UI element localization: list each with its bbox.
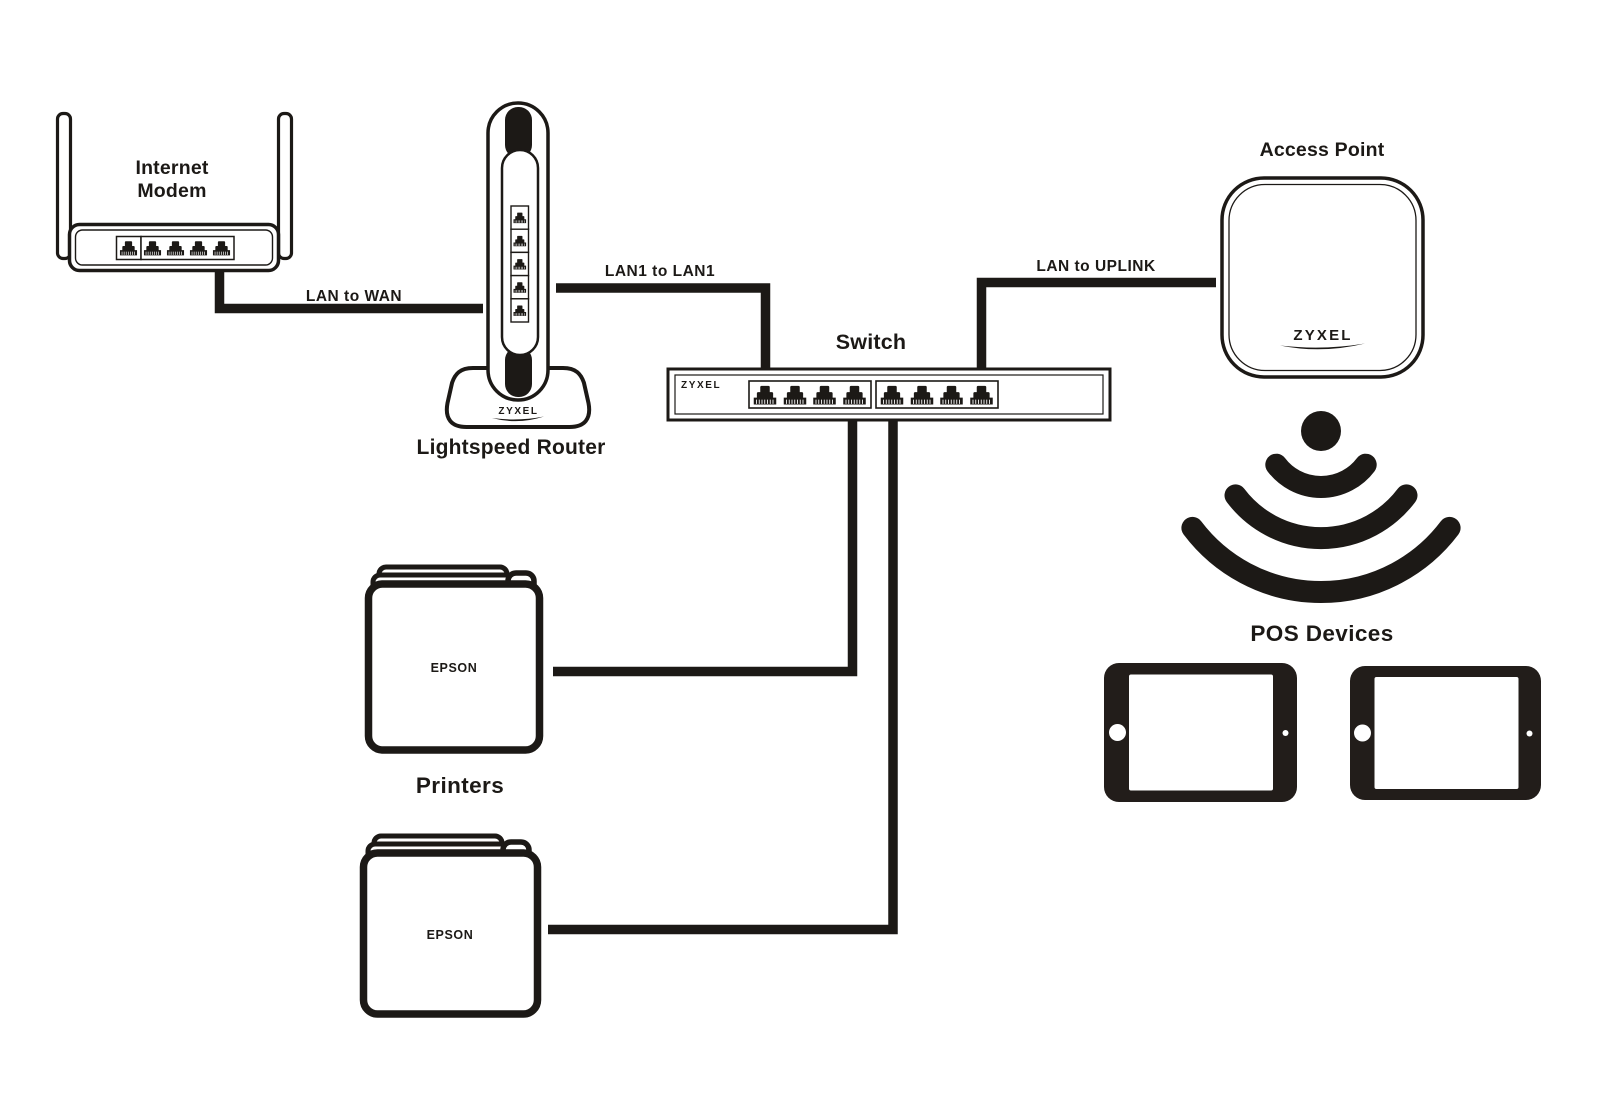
pos-tablet-2 (1350, 666, 1541, 800)
modem-label-line1: Internet (135, 157, 209, 179)
router-brand-swoosh (492, 416, 544, 422)
tablet-screen (1374, 677, 1519, 789)
pos-devices-label: POS Devices (1250, 621, 1394, 646)
modem-antenna-right-icon (276, 111, 294, 261)
pos-tablet-1 (1104, 663, 1297, 802)
router-port-column (510, 205, 530, 323)
printer-2-brand-text: EPSON (427, 928, 474, 942)
router-top-stripe (505, 107, 532, 158)
modem-body-inner-line (74, 229, 274, 266)
printer-1-brand-text: EPSON (431, 661, 478, 675)
modem-label: Internet Modem (135, 157, 208, 203)
modem-label-line2: Modem (137, 180, 207, 202)
cable-label-lan1-to-lan1: LAN1 to LAN1 (604, 263, 716, 280)
access-point-brand-swoosh (1280, 343, 1365, 350)
cable-switch-to-printer-1 (553, 418, 858, 677)
modem-port-group-2 (140, 235, 235, 261)
tablet-screen (1129, 674, 1273, 791)
switch-label: Switch (835, 330, 907, 354)
switch-device: ZYXEL (666, 367, 1112, 422)
printers-label: Printers (415, 773, 505, 798)
router-brand-text: ZYXEL (498, 406, 538, 417)
router-label: Lightspeed Router (416, 436, 606, 459)
access-point-label: Access Point (1259, 139, 1385, 161)
cable-modem-to-router (214, 266, 483, 314)
cable-router-to-switch (556, 283, 771, 369)
modem-antenna-left-icon (55, 111, 73, 261)
access-point-body (1220, 176, 1425, 379)
wifi-signal-icon (1181, 411, 1461, 603)
printer-body (364, 580, 544, 754)
cable-switch-to-access-point (976, 277, 1216, 369)
printer-body (359, 849, 542, 1018)
router-bottom-stripe (505, 347, 532, 397)
printer-1-device: EPSON (364, 564, 544, 754)
tablet-camera-icon (1282, 730, 1289, 736)
tablet-home-button-icon (1109, 724, 1126, 741)
access-point-device: ZYXEL (1220, 176, 1425, 379)
access-point-brand-text: ZYXEL (1293, 327, 1352, 344)
cable-label-lan-to-wan: LAN to WAN (305, 288, 403, 305)
internet-modem-device (55, 111, 294, 273)
printer-2-device: EPSON (359, 833, 542, 1018)
cable-switch-to-printer-2 (548, 418, 898, 935)
switch-brand-text: ZYXEL (681, 380, 721, 391)
cable-label-lan-to-uplink: LAN to UPLINK (1036, 258, 1156, 275)
switch-body-inner-line (674, 374, 1104, 415)
lightspeed-router-device: ZYXEL (444, 101, 592, 429)
tablet-home-button-icon (1354, 724, 1371, 742)
tablet-camera-icon (1526, 730, 1533, 737)
access-point-inner-line (1228, 183, 1417, 372)
